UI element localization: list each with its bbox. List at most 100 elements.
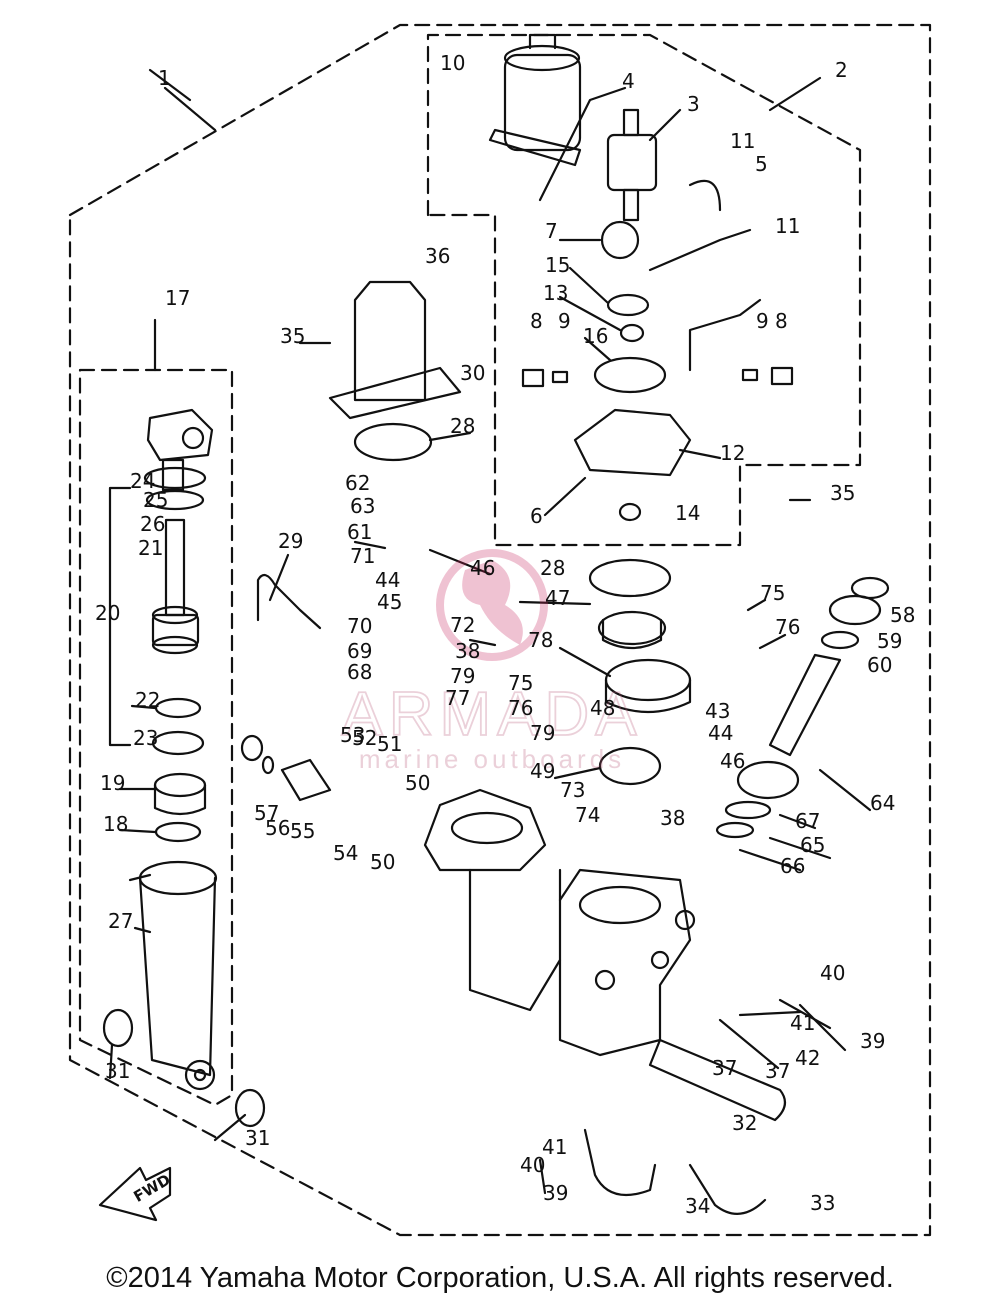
bushing-left — [102, 1008, 134, 1048]
callout-10: 10 — [440, 51, 465, 75]
shaft-32 — [648, 1038, 787, 1122]
callout-2: 2 — [835, 58, 848, 82]
callout-23: 23 — [133, 726, 158, 750]
callout-31: 31 — [105, 1059, 130, 1083]
callout-39: 39 — [860, 1029, 885, 1053]
callout-73: 73 — [560, 778, 585, 802]
seal-67 — [724, 800, 772, 820]
valve-body — [598, 746, 662, 786]
o-ring-28b — [588, 558, 672, 598]
callout-75: 75 — [760, 581, 785, 605]
piston-59 — [828, 594, 882, 626]
seal-23 — [151, 730, 205, 756]
callout-3: 3 — [687, 92, 700, 116]
callout-43: 43 — [705, 699, 730, 723]
reservoir — [328, 280, 462, 420]
callout-11: 11 — [775, 214, 800, 238]
callout-40: 40 — [820, 961, 845, 985]
o-ring-16 — [593, 356, 667, 394]
callout-24: 24 — [130, 469, 155, 493]
callout-79: 79 — [450, 664, 475, 688]
callout-65: 65 — [800, 833, 825, 857]
tilt-cylinder — [128, 860, 218, 1091]
fwd-arrow: FWD — [98, 1166, 173, 1222]
callout-42: 42 — [795, 1046, 820, 1070]
callout-7: 7 — [545, 219, 558, 243]
callout-50: 50 — [370, 850, 395, 874]
armature — [606, 108, 658, 222]
assembly-boundary-cylinder — [78, 368, 234, 1107]
callout-35: 35 — [830, 481, 855, 505]
o-ring-56 — [261, 755, 275, 775]
cap-64 — [736, 760, 800, 800]
callout-75: 75 — [508, 671, 533, 695]
callout-59: 59 — [877, 629, 902, 653]
filter — [618, 502, 642, 522]
seal — [619, 323, 645, 343]
spring-left — [551, 370, 569, 384]
callout-64: 64 — [870, 791, 895, 815]
callout-76: 76 — [775, 615, 800, 639]
callout-46: 46 — [470, 556, 495, 580]
callout-9: 9 — [756, 309, 769, 333]
callout-78: 78 — [528, 628, 553, 652]
bushing-right — [234, 1088, 266, 1128]
callout-67: 67 — [795, 809, 820, 833]
callout-13: 13 — [543, 281, 568, 305]
o-ring-65 — [715, 821, 755, 839]
pump-seal-side — [601, 618, 663, 650]
callout-46: 46 — [720, 749, 745, 773]
copyright-notice: ©2014 Yamaha Motor Corporation, U.S.A. A… — [106, 1262, 894, 1294]
callout-4: 4 — [622, 69, 635, 93]
pump-seal — [597, 610, 667, 646]
rod-64 — [768, 653, 842, 757]
lead-wire — [688, 179, 722, 212]
callout-16: 16 — [583, 324, 608, 348]
watermark: ARMADA marine outboards — [340, 549, 638, 774]
pipe-34 — [583, 1128, 657, 1197]
callout-53: 53 — [340, 723, 365, 747]
callout-48: 48 — [590, 696, 615, 720]
callout-76: 76 — [508, 696, 533, 720]
o-ring-18 — [154, 821, 202, 843]
callout-51: 51 — [377, 732, 402, 756]
callout-79: 79 — [530, 721, 555, 745]
callout-54: 54 — [333, 841, 358, 865]
valve-55 — [280, 758, 332, 802]
brush-holder — [600, 220, 640, 260]
callout-28: 28 — [540, 556, 565, 580]
callout-55: 55 — [290, 819, 315, 843]
callout-30: 30 — [460, 361, 485, 385]
callout-62: 62 — [345, 471, 370, 495]
callout-22: 22 — [135, 688, 160, 712]
cylinder-gland — [153, 772, 207, 816]
callout-69: 69 — [347, 639, 372, 663]
callout-47: 47 — [545, 586, 570, 610]
lead-wire-2 — [688, 298, 762, 372]
motor-housing — [488, 33, 582, 167]
callout-25: 25 — [143, 488, 168, 512]
callout-35: 35 — [280, 324, 305, 348]
callout-1: 1 — [158, 66, 171, 90]
callout-15: 15 — [545, 253, 570, 277]
callout-49: 49 — [530, 759, 555, 783]
callout-21: 21 — [138, 536, 163, 560]
callout-70: 70 — [347, 614, 372, 638]
callout-8: 8 — [530, 309, 543, 333]
callout-68: 68 — [347, 660, 372, 684]
callout-57: 57 — [254, 801, 279, 825]
manifold — [423, 788, 696, 1057]
callout-44: 44 — [708, 721, 733, 745]
assembly-boundary-outer — [68, 23, 932, 1237]
callout-39: 39 — [543, 1181, 568, 1205]
callout-44: 44 — [375, 568, 400, 592]
callout-34: 34 — [685, 1194, 710, 1218]
callout-9: 9 — [558, 309, 571, 333]
callout-6: 6 — [530, 504, 543, 528]
callout-12: 12 — [720, 441, 745, 465]
callout-74: 74 — [575, 803, 600, 827]
callout-58: 58 — [890, 603, 915, 627]
assembly-boundary-motor — [426, 33, 862, 547]
callout-18: 18 — [103, 812, 128, 836]
